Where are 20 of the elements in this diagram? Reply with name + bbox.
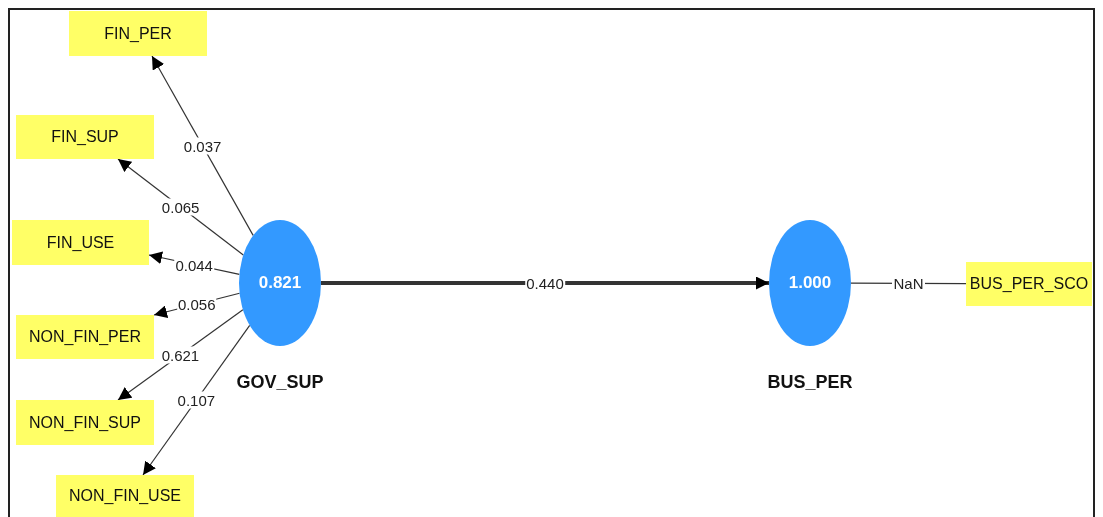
- edge-label: 0.107: [176, 391, 217, 409]
- construct-name: GOV_SUP: [236, 372, 324, 393]
- construct-circle: 1.000: [769, 220, 851, 346]
- arrow: [151, 55, 254, 236]
- edge-label: 0.621: [160, 346, 201, 364]
- edge-label: 0.037: [182, 137, 223, 155]
- arrow: [142, 324, 251, 476]
- arrow: [321, 276, 769, 290]
- construct-circle: 0.821: [239, 220, 321, 346]
- edge-label: 0.065: [160, 198, 201, 216]
- indicator-box: NON_FIN_SUP: [16, 400, 154, 445]
- indicator-box: FIN_USE: [12, 220, 149, 265]
- indicator-box: FIN_SUP: [16, 115, 154, 159]
- construct-name: BUS_PER: [767, 372, 853, 393]
- edge-label: 0.044: [174, 256, 214, 274]
- indicator-box: NON_FIN_USE: [56, 475, 194, 517]
- edge-label: 0.056: [177, 295, 217, 313]
- indicator-box: NON_FIN_PER: [16, 315, 154, 359]
- indicator-box: BUS_PER_SCO: [966, 262, 1092, 306]
- indicator-box: FIN_PER: [69, 11, 207, 56]
